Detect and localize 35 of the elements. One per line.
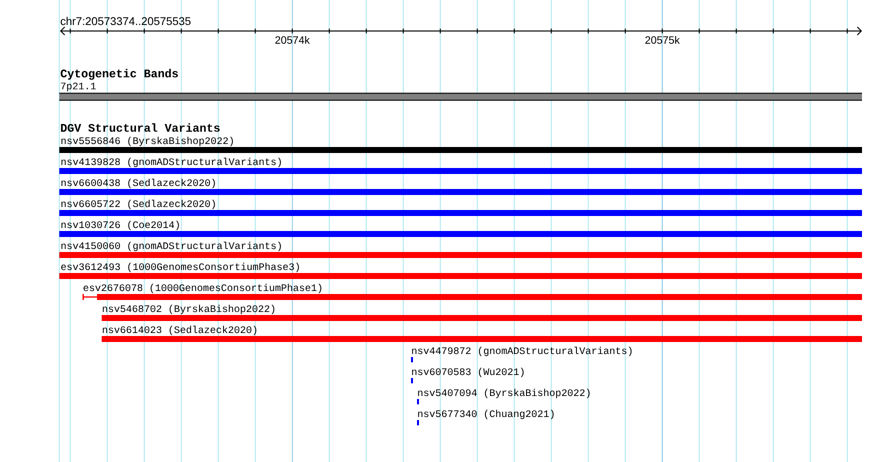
variant-bar: nsv5556846 (ByrskaBishop2022) [59, 136, 862, 153]
tick-label: 20575k [645, 36, 680, 44]
node-label: nsv5677340 (Chuang2021) [418, 410, 554, 420]
variant-bar: esv2676078 (1000GenomesConsortiumPhase1) [82, 284, 862, 301]
node-label: 7p21.1 [61, 82, 96, 92]
node-label: nsv1030726 (Coe2014) [61, 220, 179, 230]
node-label: nsv6614023 (Sedlazeck2020) [102, 326, 256, 336]
cytoband-bar: 7p21.1 [58, 82, 862, 101]
track-title: Cytogenetic Bands [60, 68, 178, 80]
variant-bar: nsv1030726 (Coe2014) [59, 220, 862, 237]
variant-bar: nsv5468702 (ByrskaBishop2022) [102, 304, 862, 321]
node-label: nsv4139828 (gnomADStructuralVariants) [61, 158, 281, 168]
variant-bar: nsv4150060 (gnomADStructuralVariants) [59, 242, 862, 258]
node-label: esv3612493 (1000GenomesConsortiumPhase3) [61, 262, 299, 272]
variant-bar: nsv6600438 (Sedlazeck2020) [59, 178, 862, 195]
track-title: DGV Structural Variants [61, 123, 220, 132]
node-label: nsv5407094 (ByrskaBishop2022) [418, 388, 590, 398]
node-label: nsv6605722 (Sedlazeck2020) [61, 200, 215, 210]
node-label: nsv5556846 (ByrskaBishop2022) [61, 136, 233, 146]
node-label: nsv6070583 (Wu2021) [412, 368, 524, 378]
variant-bar: nsv6614023 (Sedlazeck2020) [102, 326, 862, 342]
variant-bar: nsv4139828 (gnomADStructuralVariants) [59, 158, 862, 174]
variant-mark: nsv6070583 (Wu2021) [411, 368, 524, 384]
variant-mark: nsv5677340 (Chuang2021) [417, 410, 554, 426]
node-label: esv2676078 (1000GenomesConsortiumPhase1) [84, 284, 322, 294]
node-label: nsv5468702 (ByrskaBishop2022) [102, 304, 274, 314]
node-label: nsv6600438 (Sedlazeck2020) [61, 178, 215, 188]
tick-label: 20574k [275, 36, 310, 44]
coordinate-label: chr7:20573374..20575535 [60, 16, 191, 26]
node-label: nsv4479872 (gnomADStructuralVariants) [412, 346, 632, 356]
variant-bar: esv3612493 (1000GenomesConsortiumPhase3) [59, 262, 862, 279]
node-label: nsv4150060 (gnomADStructuralVariants) [61, 242, 281, 252]
variant-mark: nsv4479872 (gnomADStructuralVariants) [411, 346, 632, 362]
variant-mark: nsv5407094 (ByrskaBishop2022) [417, 388, 590, 404]
variant-bar: nsv6605722 (Sedlazeck2020) [59, 200, 862, 216]
